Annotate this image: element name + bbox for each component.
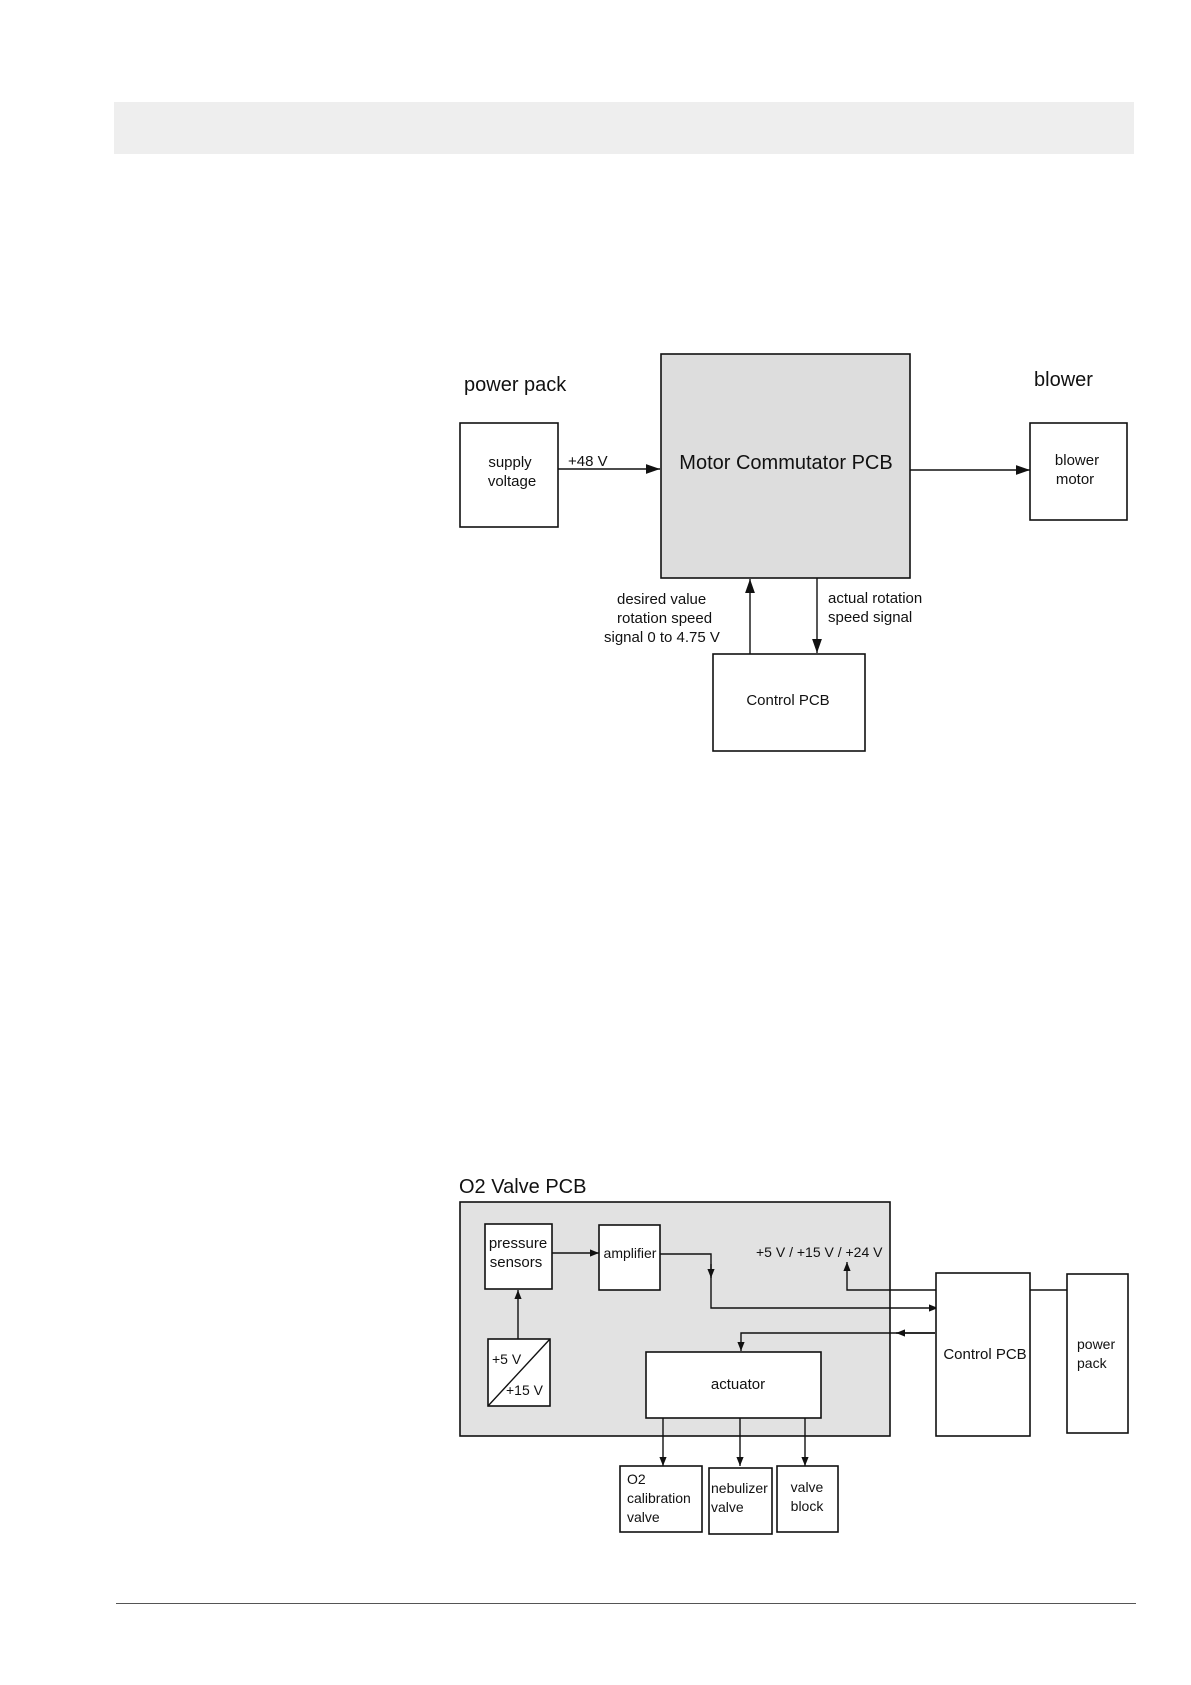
- pressure-sensors-box: [484, 1223, 553, 1290]
- motor-commutator-pcb: [660, 353, 911, 579]
- o2-cal-label-2: calibration: [627, 1490, 691, 1506]
- blower-motor-box: [1029, 422, 1128, 521]
- actuator-box: [645, 1351, 822, 1419]
- converter-input-label: +5 V: [492, 1351, 522, 1367]
- o2-power-pack-label-2: pack: [1077, 1355, 1108, 1371]
- nebulizer-label-1: nebulizer: [711, 1480, 768, 1496]
- voltage-converter-diagonal: [487, 1338, 551, 1407]
- blower-label: blower: [1034, 369, 1093, 391]
- o2-power-pack-box: [1066, 1273, 1129, 1434]
- control-pcb-box: [712, 653, 866, 752]
- nebulizer-valve-box: [708, 1467, 773, 1535]
- supply-voltage-box: [459, 422, 559, 528]
- desired-value-label-3: signal 0 to 4.75 V: [604, 629, 720, 646]
- o2-cal-label-1: O2: [627, 1471, 646, 1487]
- actuator-label: actuator: [711, 1376, 765, 1393]
- header-band: [114, 102, 1134, 154]
- converter-output-label: +15 V: [506, 1382, 544, 1398]
- motor-commutator-diagram: power pack blower supply voltage +48 V M…: [459, 353, 1128, 752]
- amplifier-label: amplifier: [604, 1245, 657, 1261]
- o2-calibration-valve-box: [619, 1465, 703, 1533]
- valve-block-box: [776, 1465, 839, 1533]
- o2-valve-title: O2 Valve PCB: [459, 1176, 586, 1198]
- pressure-sensors-label-1: pressure: [489, 1235, 547, 1252]
- control-pcb-label: Control PCB: [746, 692, 829, 709]
- supply-voltage-label-1: supply: [488, 454, 532, 471]
- pressure-sensors-label-2: sensors: [490, 1254, 543, 1271]
- actual-rotation-label-1: actual rotation: [828, 590, 922, 607]
- voltages-label: +5 V / +15 V / +24 V: [756, 1244, 883, 1260]
- o2-control-pcb-label: Control PCB: [943, 1346, 1026, 1363]
- nebulizer-label-2: valve: [711, 1499, 744, 1515]
- valve-block-label-2: block: [791, 1498, 825, 1514]
- blower-motor-label-1: blower: [1055, 452, 1099, 469]
- o2-cal-label-3: valve: [627, 1509, 660, 1525]
- blower-motor-label-2: motor: [1056, 471, 1094, 488]
- o2-power-pack-label-1: power: [1077, 1336, 1115, 1352]
- desired-value-label-2: rotation speed: [617, 610, 712, 627]
- control-to-actuator-line: [737, 1332, 935, 1351]
- motor-commutator-label: Motor Commutator PCB: [679, 452, 892, 474]
- amplifier-output-line: [660, 1253, 938, 1312]
- o2-valve-diagram: O2 Valve PCB pressure sensors amplifier …: [459, 1176, 1129, 1535]
- valve-block-label-1: valve: [791, 1479, 824, 1495]
- footer-rule: [116, 1603, 1136, 1604]
- supply-voltage-label-2: voltage: [488, 473, 536, 490]
- amplifier-box: [598, 1224, 661, 1291]
- desired-value-label-1: desired value: [617, 591, 706, 608]
- power-pack-label: power pack: [464, 374, 567, 396]
- o2-control-pcb-box: [935, 1272, 1031, 1437]
- voltage-48-label: +48 V: [568, 453, 608, 470]
- actual-rotation-label-2: speed signal: [828, 609, 912, 626]
